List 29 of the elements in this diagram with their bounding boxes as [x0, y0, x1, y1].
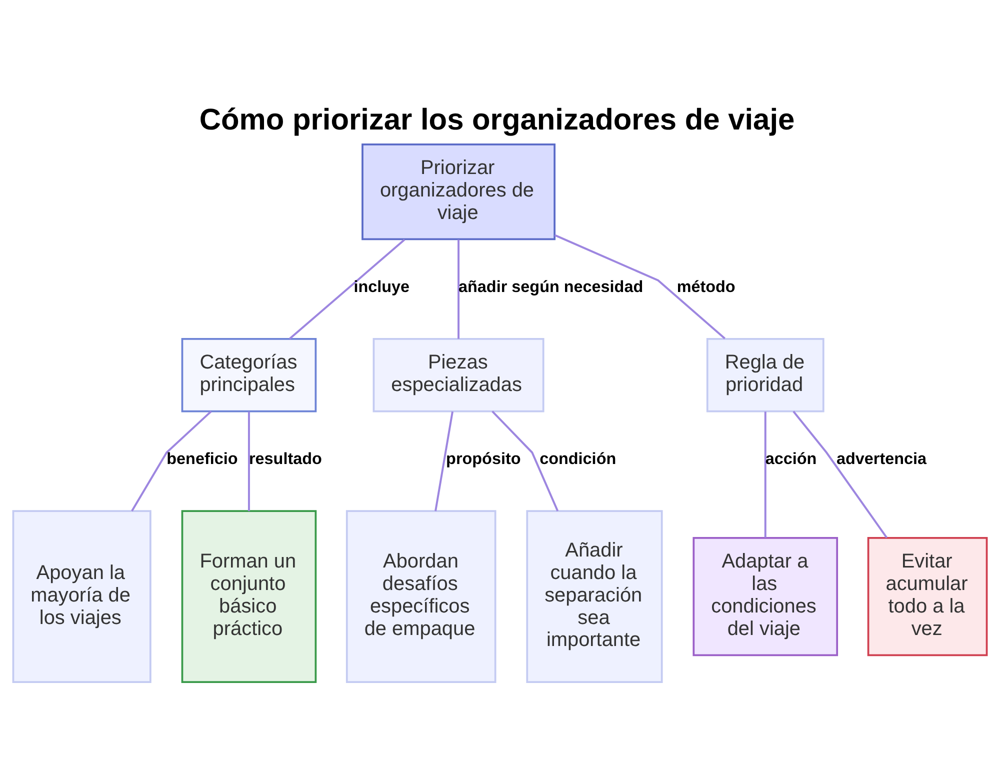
- connector: [492, 410, 559, 511]
- edge-label: beneficio: [166, 450, 238, 468]
- node-box: Adaptar a las condiciones del viaje: [692, 536, 838, 656]
- edge-label: acción: [765, 450, 817, 468]
- node-box: Piezas especializadas: [372, 338, 544, 412]
- edge-label: condición: [540, 450, 616, 468]
- connector: [288, 238, 406, 340]
- node-box: Forman un conjunto básico práctico: [181, 510, 317, 682]
- diagram-title: Cómo priorizar los organizadores de viaje: [199, 103, 795, 136]
- edge-label: método: [676, 278, 736, 296]
- connector: [792, 410, 888, 538]
- node-box: Apoyan la mayoría de los viajes: [12, 510, 152, 682]
- edge-label: advertencia: [836, 450, 927, 468]
- node-box: Abordan desafíos específicos de empaque: [346, 510, 496, 682]
- connector: [764, 411, 766, 538]
- edge-label: resultado: [248, 450, 322, 468]
- edge-label: propósito: [446, 450, 521, 468]
- edge-label: añadir según necesidad: [458, 278, 644, 296]
- connector: [434, 410, 454, 511]
- connector: [554, 234, 726, 339]
- connector: [131, 410, 212, 511]
- node-box: Añadir cuando la separación sea importante: [526, 510, 663, 682]
- node-box: Evitar acumular todo a la vez: [867, 536, 988, 656]
- connector: [458, 239, 460, 338]
- edge-label: incluye: [354, 278, 410, 296]
- node-box: Priorizar organizadores de viaje: [362, 142, 556, 240]
- connector: [248, 411, 250, 511]
- node-box: Categorías principales: [181, 338, 317, 412]
- node-box: Regla de prioridad: [706, 338, 824, 412]
